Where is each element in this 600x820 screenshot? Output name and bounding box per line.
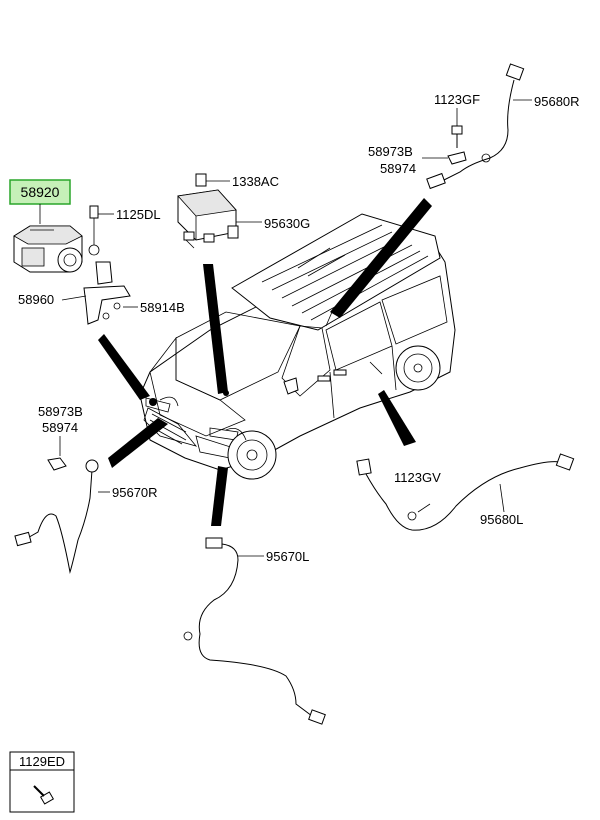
label-1125DL[interactable]: 1125DL <box>116 207 161 222</box>
label-58974-rear[interactable]: 58974 <box>380 161 416 176</box>
abs-module-58920[interactable]: 58920 <box>9 179 83 273</box>
pointer-front-left-sensor <box>211 466 228 526</box>
sensor-95680R[interactable] <box>426 63 532 190</box>
sensor-95670L[interactable] <box>183 537 326 725</box>
label-95630G[interactable]: 95630G <box>264 216 310 231</box>
pointer-abs-module <box>98 334 150 400</box>
sensor-95670R[interactable] <box>14 436 110 574</box>
pointer-wedges <box>98 198 432 526</box>
label-95680R[interactable]: 95680R <box>534 94 580 109</box>
label-58973B-front[interactable]: 58973B <box>38 404 83 419</box>
label-58974-front[interactable]: 58974 <box>42 420 78 435</box>
pointer-rear-left-sensor <box>378 390 416 446</box>
label-1123GF[interactable]: 1123GF <box>434 92 480 107</box>
label-1338AC[interactable]: 1338AC <box>232 174 279 189</box>
label-1123GV[interactable]: 1123GV <box>394 470 441 485</box>
bracket-assembly[interactable] <box>61 205 138 325</box>
sensor-95680L[interactable] <box>356 453 575 531</box>
legend-box-1129ED[interactable]: 1129ED <box>9 751 75 813</box>
pointer-rear-right-sensor <box>330 198 432 318</box>
label-1129ED[interactable]: 1129ED <box>19 754 65 769</box>
label-58960[interactable]: 58960 <box>18 292 54 307</box>
label-58914B[interactable]: 58914B <box>140 300 185 315</box>
ecu-95630G[interactable] <box>177 173 262 249</box>
bolt-1123GF[interactable] <box>451 108 463 148</box>
pointer-front-right-sensor <box>108 418 168 468</box>
clip-58973B-58974-rear[interactable] <box>422 151 467 165</box>
pointer-ecu <box>203 264 228 394</box>
label-58973B-rear[interactable]: 58973B <box>368 144 413 159</box>
label-95680L[interactable]: 95680L <box>480 512 523 527</box>
bolt-1129ED-icon <box>33 785 55 805</box>
label-95670L[interactable]: 95670L <box>266 549 309 564</box>
label-58920[interactable]: 58920 <box>21 184 60 200</box>
label-95670R[interactable]: 95670R <box>112 485 158 500</box>
